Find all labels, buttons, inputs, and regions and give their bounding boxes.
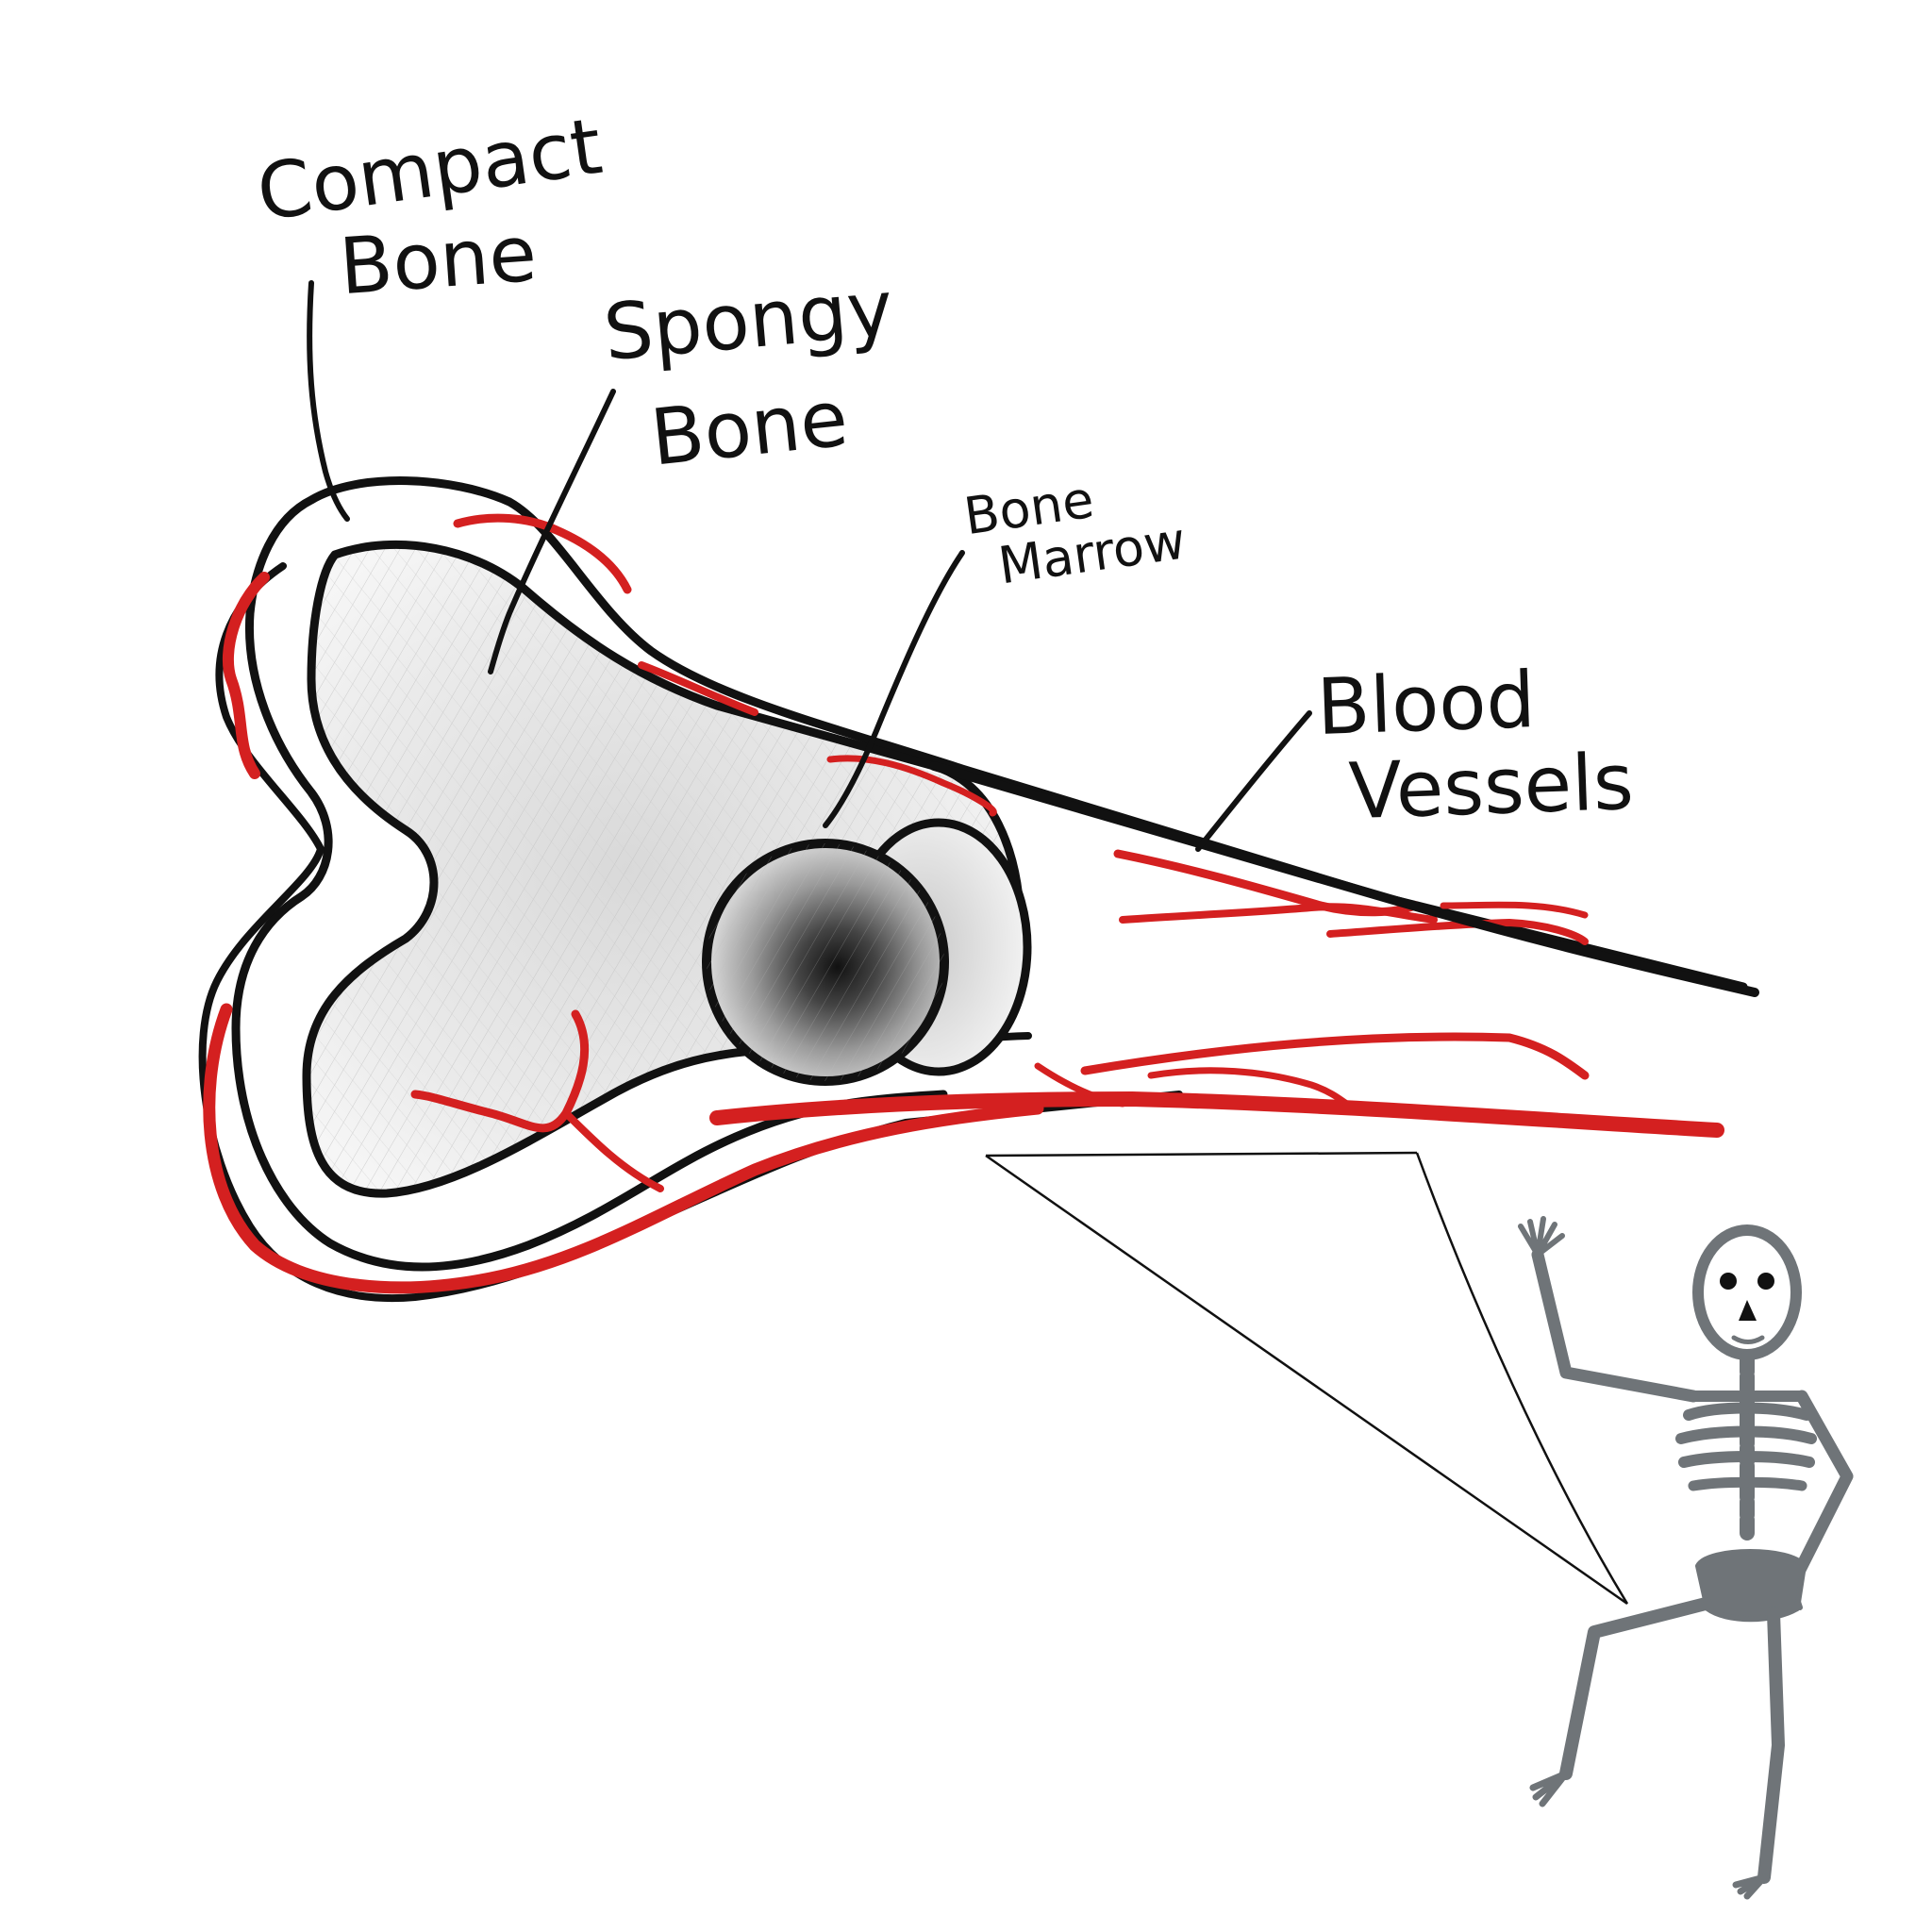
vessel-shaft-lower-2 [1147,1067,1353,1108]
vessel-shaft-main [709,1091,1724,1138]
vessel-upper-right [1440,901,1589,919]
zoom-callout [985,1151,1629,1606]
skull-icon [1692,1224,1802,1360]
vessel-spongy-branch [410,1009,590,1133]
skeleton-figure-icon [1518,1216,1854,1900]
vessel-shaft-upper-3 [1326,919,1589,945]
leader-bone-marrow [823,550,965,828]
label-compact-bone-line2: Bone [336,208,540,313]
zoom-line-left [985,1151,1418,1158]
bone-marrow-cavity [702,818,1032,1086]
vessel-mid-2 [826,755,997,817]
label-spongy-bone-line2: Bone [646,374,853,484]
label-blood-vessels-line2: Vessels [1347,737,1636,838]
vessel-shaft-upper-2 [1119,903,1438,924]
leader-spongy-bone [488,389,616,675]
vessel-shaft-lower-3 [1034,1062,1126,1108]
zoom-line-diagonal [985,1154,1628,1606]
vessel-top [453,513,632,594]
leader-compact-bone [307,280,350,522]
label-blood-vessels-line1: Blood [1315,655,1538,754]
leader-lines [307,280,1312,852]
vessel-mid-1 [638,661,758,716]
vessel-shaft-lower-1 [1080,1032,1590,1080]
vessel-left-upper [223,572,270,779]
shaft-upper-line [929,761,1759,997]
vessel-left-lower [203,1003,1044,1294]
leader-blood-vessels [1195,710,1312,852]
zoom-line-right [1415,1152,1629,1605]
vessel-spongy-branch-2 [562,1109,664,1192]
compact-bone-outer-outline [231,476,1748,1272]
blood-vessels [203,513,1724,1294]
